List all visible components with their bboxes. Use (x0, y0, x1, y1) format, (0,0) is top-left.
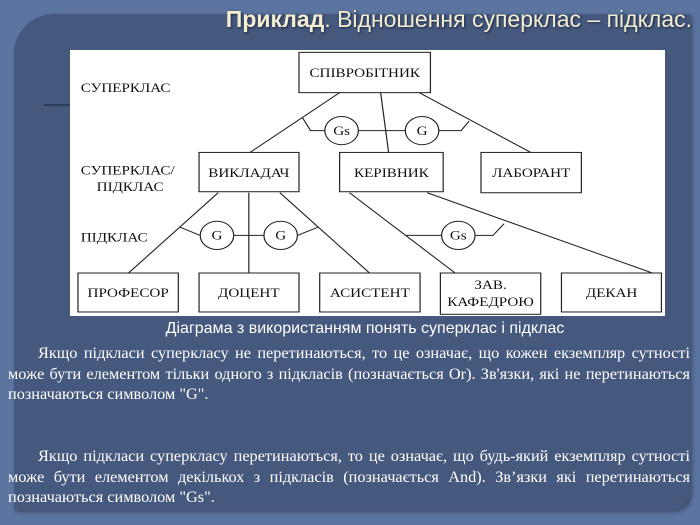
g-symbol (263, 220, 299, 251)
g-symbol (199, 220, 235, 251)
entity-box (298, 51, 432, 94)
level-label: ПІДКЛАС (97, 181, 164, 195)
entity-box (77, 272, 179, 313)
entity-head-line1: ЗАВ. (474, 279, 506, 293)
entity-box (560, 272, 663, 313)
g-label: G (211, 230, 222, 244)
entity-dean: ДЕКАН (586, 287, 637, 301)
gs-label: Gs (333, 125, 350, 139)
entity-box (198, 272, 300, 313)
slide-title: Приклад. Відношення суперклас – підклас. (226, 6, 692, 33)
entity-docent: ДОЦЕНТ (218, 287, 280, 301)
title-bold: Приклад (225, 6, 325, 32)
paragraph-or: Якщо підкласи суперкласу не перетинаютьс… (8, 343, 690, 403)
entity-professor: ПРОФЕСОР (88, 287, 169, 301)
divider (44, 104, 74, 106)
entity-head-line2: КАФЕДРОЮ (447, 296, 534, 310)
er-diagram: СУПЕРКЛАС СУПЕРКЛАС/ ПІДКЛАС ПІДКЛАС СПІ… (70, 50, 665, 316)
entity-box (480, 151, 582, 194)
gs-symbol (324, 115, 359, 146)
entity-box (319, 272, 421, 313)
level-label: СУПЕРКЛАС (81, 82, 171, 96)
gs-symbol (440, 220, 476, 251)
level-label: ПІДКЛАС (81, 231, 148, 245)
entity-box (339, 151, 444, 193)
entity-box (439, 272, 542, 315)
diagram-caption: Діаграма з використанням понять суперкла… (165, 320, 565, 337)
connector-lines (128, 92, 653, 274)
level-label: СУПЕРКЛАС/ (81, 164, 175, 178)
title-rest: . Відношення суперклас – підклас. (324, 6, 692, 32)
entity-assistant: АСИСТЕНТ (330, 287, 410, 301)
g-symbol (404, 115, 440, 146)
entity-manager: КЕРІВНИК (354, 167, 429, 181)
g-label: G (417, 125, 428, 139)
entity-teacher: ВИКЛАДАЧ (208, 167, 289, 181)
entity-box (198, 151, 300, 193)
entity-employee: СПІВРОБІТНИК (309, 67, 420, 81)
paragraph-and: Якщо підкласи суперкласу перетинаються, … (8, 446, 690, 506)
g-label: G (275, 230, 286, 244)
gs-label: Gs (450, 230, 467, 244)
entity-lab: ЛАБОРАНТ (492, 167, 571, 181)
